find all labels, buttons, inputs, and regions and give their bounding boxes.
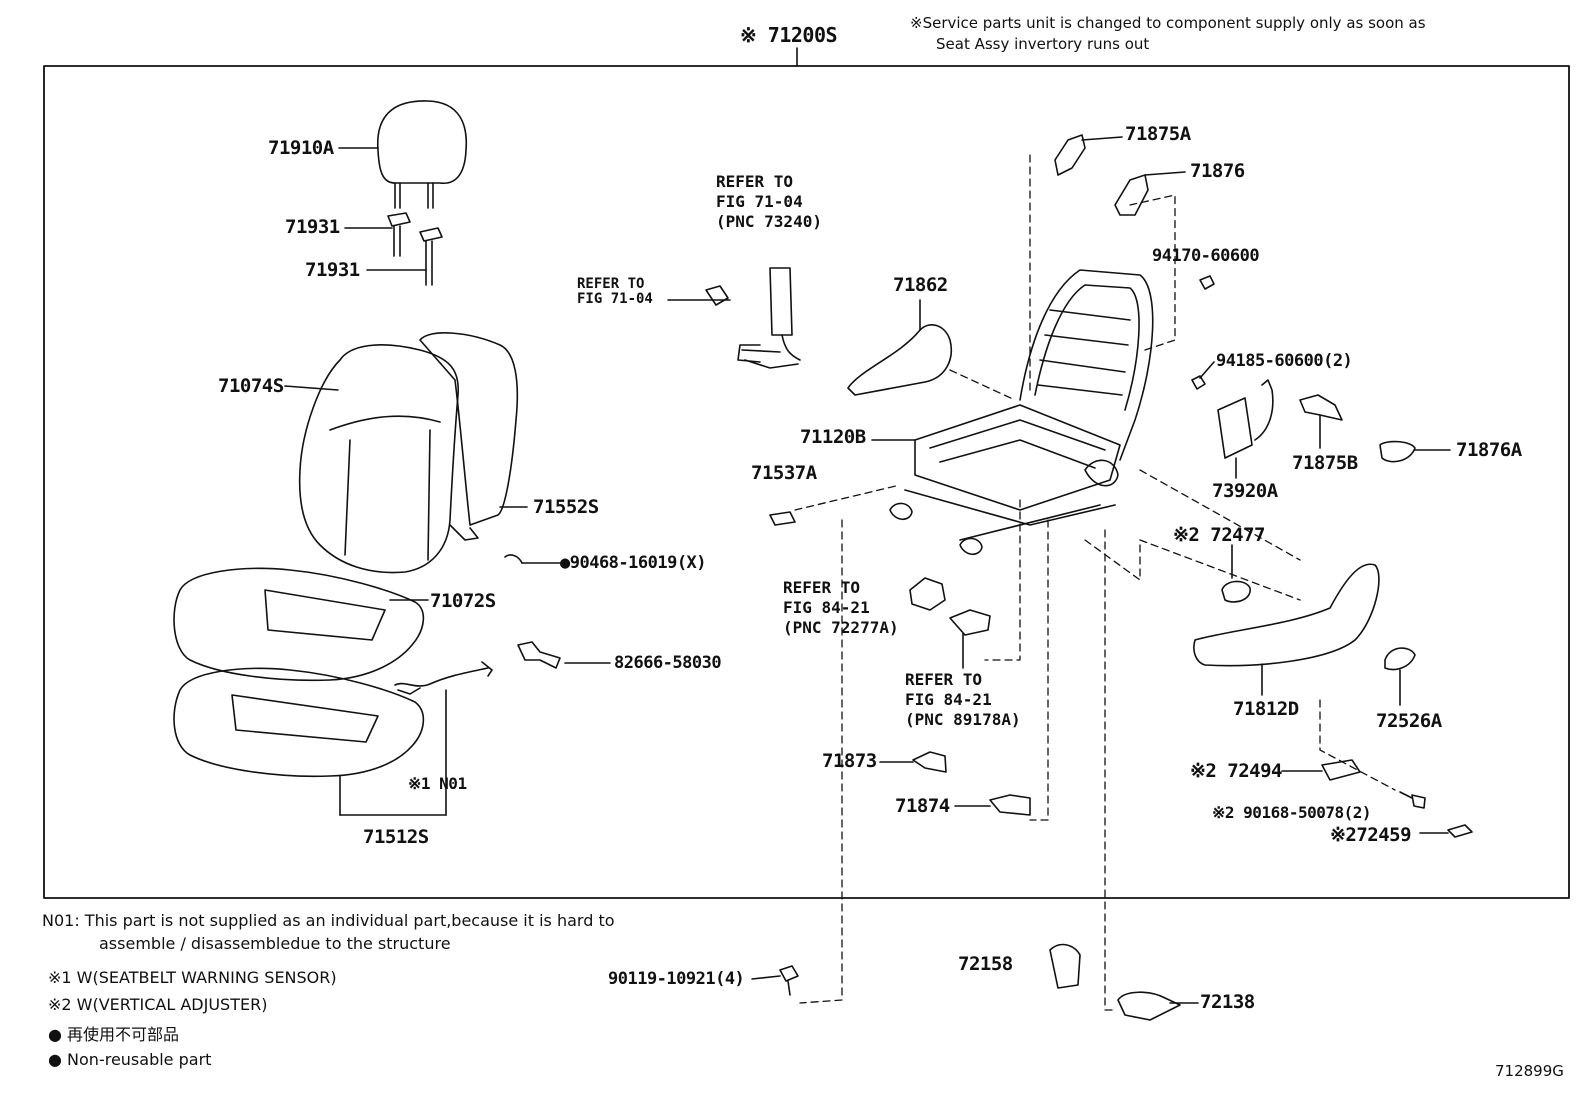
part-label-72158: 72158 — [958, 953, 1013, 975]
cover-72138-shape — [1117, 991, 1181, 1021]
part-label-71862: 71862 — [893, 274, 948, 296]
connector-89178A-shape — [949, 609, 991, 636]
assy-number-label: ※ 71200S — [740, 23, 838, 47]
bolt-90119-shape — [779, 965, 799, 996]
sensor-wire-shape — [394, 661, 493, 695]
seatback-shapes — [284, 332, 561, 574]
part-label-71910A: 71910A — [268, 137, 334, 159]
cover-72526A-shape — [1384, 647, 1416, 671]
bracket-71874-shape — [989, 794, 1031, 816]
part-label-71874: 71874 — [895, 795, 950, 817]
cap-72494-shape — [1321, 759, 1361, 781]
side-airbag-shape — [1217, 397, 1253, 459]
reference-fig-71-04: REFER TO FIG 71-04 — [577, 277, 653, 307]
dashed-leaders — [794, 154, 1396, 1011]
note-n01-line1: N01: This part is not supplied as an ind… — [42, 911, 615, 930]
knob-72477-shape — [1221, 580, 1251, 603]
bracket-71873-shape — [912, 751, 947, 773]
ref-line: (PNC 73240) — [716, 212, 822, 231]
part-label-90119: 90119-10921(4) — [608, 969, 745, 989]
ref-line: (PNC 89178A) — [905, 710, 1021, 729]
part-label-90168: ※2 90168-50078(2) — [1212, 803, 1372, 822]
assembly-frame — [43, 65, 1570, 899]
note-mark2: ※2 W(VERTICAL ADJUSTER) — [48, 995, 268, 1014]
part-label-71812D: 71812D — [1233, 698, 1299, 720]
ref-line: FIG 84-21 — [783, 598, 870, 617]
reference-fig-84-21-pnc-89178A: REFER TO FIG 84-21 (PNC 89178A) — [905, 670, 1021, 730]
note-n01-line2: assemble / disassembledue to the structu… — [99, 934, 451, 953]
seat-cushion-pad-shape — [173, 667, 447, 816]
part-label-94185: 94185-60600(2) — [1216, 351, 1353, 371]
nut-94185-shape — [1191, 375, 1206, 390]
note-nonreusable-en: ● Non-reusable part — [48, 1050, 212, 1069]
bracket-71875B-shape — [1299, 394, 1343, 421]
part-label-72138: 72138 — [1200, 991, 1255, 1013]
cap-72459-shape — [1447, 824, 1473, 838]
ref-line: REFER TO — [716, 172, 794, 191]
part-label-71074S: 71074S — [218, 375, 284, 397]
part-label-71875B: 71875B — [1292, 452, 1358, 474]
part-label-72494: ※2 72494 — [1190, 760, 1283, 782]
part-label-71931-lower: 71931 — [305, 259, 360, 281]
headrest-shape — [338, 100, 468, 209]
part-label-71876: 71876 — [1190, 160, 1245, 182]
part-label-71876A: 71876A — [1456, 439, 1522, 461]
bracket-82666-shape — [517, 641, 561, 669]
part-label-N01: ※1 N01 — [408, 774, 467, 793]
part-label-71537A: 71537A — [751, 462, 817, 484]
seatbelt-buckle-shape — [667, 267, 801, 369]
ref-line: REFER TO — [783, 578, 861, 597]
ref-line: FIG 71-04 — [716, 192, 803, 211]
part-label-72459: ※272459 — [1330, 824, 1412, 846]
connector-72277A-shape — [909, 577, 946, 611]
cover-71876A-shape — [1379, 440, 1416, 463]
note-mark1: ※1 W(SEATBELT WARNING SENSOR) — [48, 968, 337, 987]
part-label-71931-upper: 71931 — [285, 216, 340, 238]
ref-line: REFER TO — [577, 276, 645, 292]
part-label-71512S: 71512S — [363, 826, 429, 848]
side-cover-71862-shape — [847, 324, 952, 396]
figure-code: 712899G — [1495, 1062, 1564, 1080]
reference-fig-84-21-pnc-72277A: REFER TO FIG 84-21 (PNC 72277A) — [783, 578, 899, 638]
ref-line: (PNC 72277A) — [783, 618, 899, 637]
part-label-72526A: 72526A — [1376, 710, 1442, 732]
part-label-82666: 82666-58030 — [614, 653, 722, 673]
nut-94170-shape — [1199, 275, 1215, 290]
part-label-73920A: 73920A — [1212, 480, 1278, 502]
ref-line: FIG 71-04 — [577, 291, 653, 307]
seat-cushion-cover-shape — [173, 567, 429, 682]
part-label-72477: ※2 72477 — [1173, 524, 1266, 546]
note-nonreusable-jp: ● 再使用不可部品 — [48, 1025, 180, 1044]
part-label-71875A: 71875A — [1125, 123, 1191, 145]
bracket-71876-shape — [1114, 174, 1149, 216]
part-label-71873: 71873 — [822, 750, 877, 772]
screw-90168-shape — [1399, 791, 1426, 809]
part-label-90468: ●90468-16019(X) — [560, 553, 707, 573]
part-label-71072S: 71072S — [430, 590, 496, 612]
cover-72158-shape — [1049, 943, 1081, 989]
headrest-guide-shapes — [344, 212, 443, 286]
side-shield-71812D-shape — [1193, 563, 1380, 667]
ref-line: REFER TO — [905, 670, 983, 689]
service-note-line2: Seat Assy invertory runs out — [936, 35, 1150, 53]
part-label-94170: 94170-60600 — [1152, 246, 1260, 266]
seat-frame-shape — [871, 269, 1154, 556]
service-note-line1: ※Service parts unit is changed to compon… — [910, 14, 1426, 32]
reference-fig-71-04-pnc-73240: REFER TO FIG 71-04 (PNC 73240) — [716, 172, 822, 232]
part-label-71120B: 71120B — [800, 426, 866, 448]
cap-71537A-shape — [769, 511, 796, 526]
ref-line: FIG 84-21 — [905, 690, 992, 709]
bracket-71875A-shape — [1054, 134, 1086, 176]
part-label-71552S: 71552S — [533, 496, 599, 518]
